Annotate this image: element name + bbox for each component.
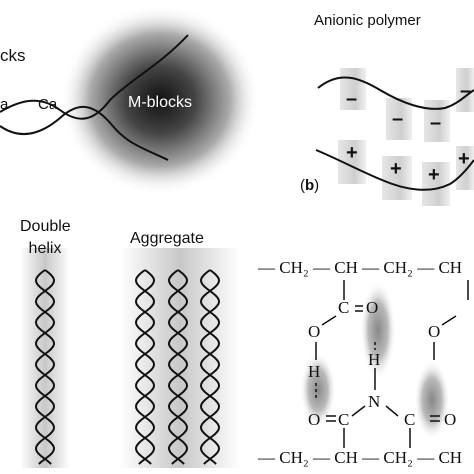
helix-strand bbox=[134, 269, 156, 465]
charge-box bbox=[422, 162, 450, 206]
helix-group bbox=[34, 269, 221, 465]
hbond-shade bbox=[300, 352, 336, 428]
plus-sign: + bbox=[458, 148, 470, 170]
helix-label: helix bbox=[28, 240, 62, 257]
aggregate-label: Aggregate bbox=[130, 230, 204, 247]
charge-box bbox=[340, 68, 366, 110]
helix-strand bbox=[167, 269, 189, 465]
oxygen-atom: O bbox=[308, 322, 321, 341]
oxygen-atom: O bbox=[366, 298, 379, 317]
plus-sign: + bbox=[346, 142, 358, 164]
plus-sign: + bbox=[428, 164, 440, 186]
ca-label: Ca bbox=[38, 96, 58, 113]
helix-strand bbox=[134, 269, 156, 465]
blocks-label: cks bbox=[0, 46, 26, 65]
panel-b-label: (b) bbox=[300, 177, 320, 194]
anionic-chain bbox=[317, 76, 474, 110]
bottom-polymer-chain: — CH₂ — CH — CH₂ — CH bbox=[258, 448, 463, 467]
hbond-shade bbox=[360, 280, 396, 380]
bond bbox=[441, 315, 457, 326]
minus-sign: – bbox=[346, 88, 358, 110]
helix-strand bbox=[167, 269, 189, 465]
oxygen-atom: O bbox=[308, 410, 321, 429]
minus-sign: – bbox=[460, 80, 472, 102]
oxygen-atom: O bbox=[444, 410, 457, 429]
plus-sign: + bbox=[390, 158, 402, 180]
charge-box bbox=[382, 156, 412, 200]
bond bbox=[321, 315, 337, 326]
anionic-polymer-title: Anionic polymer bbox=[314, 12, 421, 29]
cationic-chain bbox=[315, 149, 474, 191]
mblocks-blob bbox=[60, 5, 260, 195]
hbond-shade bbox=[414, 360, 450, 440]
nitrogen-atom: N bbox=[368, 392, 381, 411]
helix-strand bbox=[199, 269, 221, 465]
charge-box bbox=[386, 98, 412, 140]
minus-sign: – bbox=[430, 112, 442, 134]
hydrogen-atom: H bbox=[308, 362, 321, 381]
double-label: Double bbox=[20, 218, 71, 235]
chain-lower bbox=[0, 105, 169, 161]
hydrogen-atom: H bbox=[368, 350, 381, 369]
charge-box bbox=[456, 146, 474, 190]
helix-strand bbox=[34, 269, 56, 465]
a-label: a bbox=[0, 96, 9, 113]
aggregate-shade bbox=[120, 248, 240, 468]
helix-strand bbox=[34, 269, 56, 465]
top-polymer-chain: — CH₂ — CH — CH₂ — CH bbox=[258, 258, 463, 277]
carbon-atom: C bbox=[338, 410, 350, 429]
mblocks-label: M-blocks bbox=[128, 94, 193, 111]
helix-strand bbox=[199, 269, 221, 465]
chain-upper bbox=[0, 34, 189, 120]
carbon-atom: C bbox=[338, 298, 350, 317]
bond bbox=[351, 405, 366, 417]
bond bbox=[385, 405, 399, 417]
minus-sign: – bbox=[392, 108, 404, 130]
carbon-atom: C bbox=[404, 410, 416, 429]
helix-shade bbox=[20, 248, 70, 468]
oxygen-atom: O bbox=[428, 322, 441, 341]
